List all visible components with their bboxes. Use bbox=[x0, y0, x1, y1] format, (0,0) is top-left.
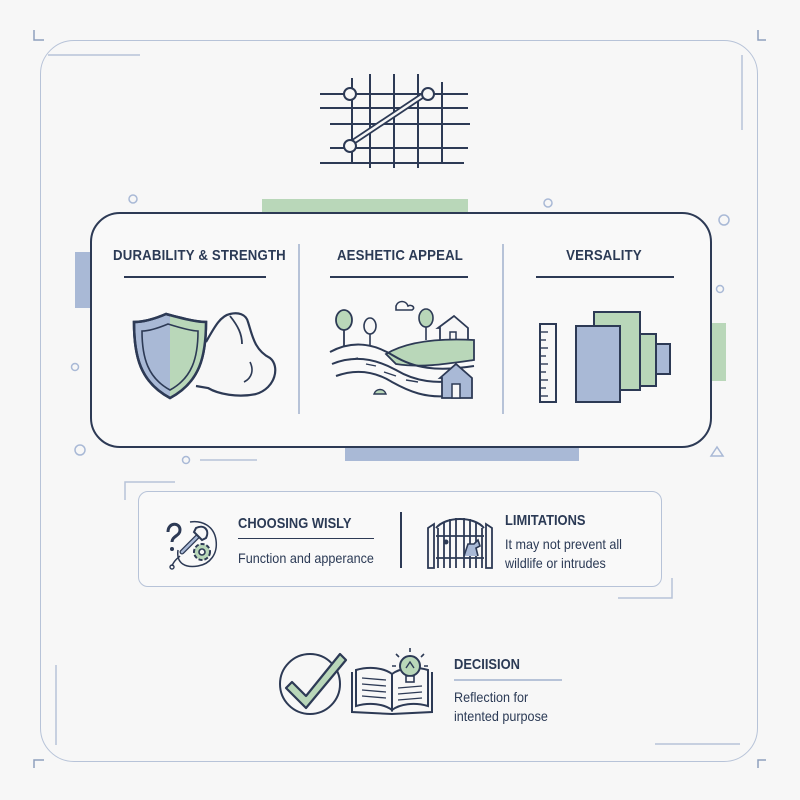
column-divider bbox=[298, 244, 300, 414]
shield-and-flexed-arm-icon bbox=[132, 312, 277, 400]
landscape-with-houses-icon bbox=[329, 300, 475, 399]
limitations-title: LIMITATIONS bbox=[505, 512, 586, 529]
gate-with-animal-icon bbox=[427, 518, 493, 569]
column-divider bbox=[502, 244, 504, 414]
decision-underline bbox=[454, 679, 562, 681]
limitations-text-line2: wildlife or intrudes bbox=[505, 555, 606, 571]
feature-title-aesthetic: AESHETIC APPEAL bbox=[336, 247, 464, 264]
title-underline bbox=[330, 276, 468, 278]
ruler-and-panels-icon bbox=[539, 311, 671, 403]
decision-text-line2: intented purpose bbox=[454, 708, 548, 724]
feature-title-versatility: VERSALITY bbox=[566, 247, 642, 264]
open-book-with-lightbulb-icon bbox=[351, 648, 433, 716]
limitations-text-line1: It may not prevent all bbox=[505, 536, 622, 552]
choosing-text: Function and apperance bbox=[238, 550, 374, 566]
choosing-underline bbox=[238, 538, 374, 539]
checkmark-circle-icon bbox=[279, 652, 348, 715]
decision-text-line1: Reflection for bbox=[454, 689, 529, 705]
choosing-title: CHOOSING WISLY bbox=[238, 515, 352, 532]
title-underline bbox=[124, 276, 266, 278]
title-underline bbox=[536, 276, 674, 278]
decision-title: DECIISION bbox=[454, 656, 520, 673]
question-wrench-gear-icon bbox=[166, 520, 218, 570]
panel-divider bbox=[400, 512, 402, 568]
fence-grid-icon bbox=[320, 74, 470, 168]
feature-title-durability: DURABILITY & STRENGTH bbox=[113, 247, 286, 264]
outer-frame bbox=[40, 40, 758, 762]
